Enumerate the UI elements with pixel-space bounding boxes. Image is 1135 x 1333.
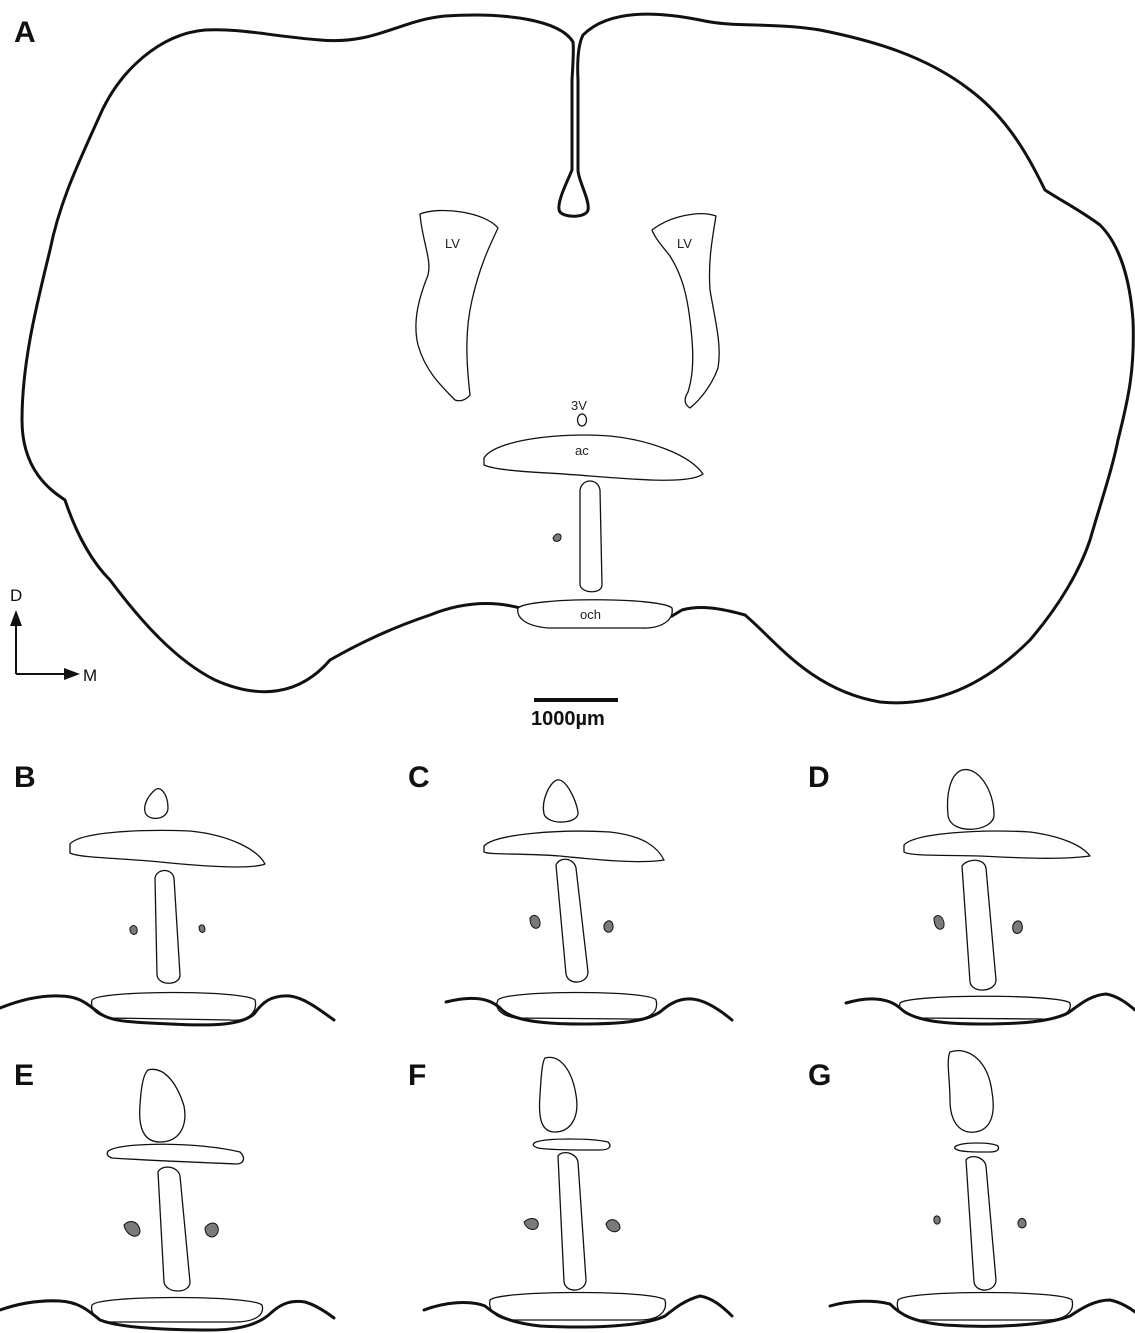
nucleus-g-right <box>1018 1218 1026 1227</box>
panel-b: B <box>0 761 334 1025</box>
scale-bar-label: 1000µm <box>531 708 605 730</box>
nucleus-e-right <box>205 1223 218 1237</box>
scale-bar: 1000µm <box>531 700 618 730</box>
label-ac: ac <box>575 443 589 458</box>
nucleus-e-left <box>124 1221 140 1236</box>
panel-letter-e: E <box>14 1059 34 1092</box>
nucleus-a <box>553 534 561 542</box>
panel-a: A LV LV 3V ac och D M <box>10 14 1133 730</box>
panel-e: E <box>0 1059 334 1330</box>
vertical-tract-b <box>155 871 180 984</box>
anterior-commissure-b <box>70 830 265 867</box>
nucleus-d-left <box>934 916 944 930</box>
panel-letter-f: F <box>408 1059 426 1092</box>
orientation-d-label: D <box>10 586 22 605</box>
panel-f: F <box>408 1057 732 1327</box>
label-3v: 3V <box>571 398 587 413</box>
anterior-commissure-g <box>955 1143 999 1152</box>
anterior-commissure-d <box>904 831 1090 858</box>
label-lv-right: LV <box>677 236 692 251</box>
optic-chiasm-f <box>490 1293 666 1321</box>
vertical-tract-g <box>966 1157 996 1290</box>
optic-chiasm-b <box>92 993 256 1021</box>
panel-g: G <box>808 1051 1135 1327</box>
third-ventricle-e <box>140 1069 185 1142</box>
nucleus-c-left <box>530 915 540 928</box>
panel-c: C <box>408 761 732 1024</box>
nucleus-b-left <box>130 925 137 934</box>
optic-chiasm-d <box>900 996 1071 1019</box>
panel-d: D <box>808 761 1135 1024</box>
vertical-tract-c <box>556 859 588 982</box>
nucleus-d-right <box>1013 921 1023 934</box>
orientation-m-label: M <box>83 666 97 685</box>
anterior-commissure-e <box>107 1144 243 1164</box>
panel-letter-a: A <box>14 16 36 49</box>
third-ventricle-b <box>145 789 168 819</box>
panel-letter-g: G <box>808 1059 831 1092</box>
anterior-commissure-c <box>484 831 664 862</box>
medial-arrow-head <box>64 668 80 680</box>
label-och: och <box>580 607 601 622</box>
anterior-commissure <box>484 435 703 480</box>
anterior-commissure-f <box>533 1139 610 1150</box>
label-lv-left: LV <box>445 236 460 251</box>
nucleus-g-left <box>934 1216 940 1224</box>
vertical-tract-d <box>962 860 996 990</box>
orientation-indicator: D M <box>10 586 97 685</box>
nucleus-f-right <box>606 1220 620 1232</box>
panel-letter-d: D <box>808 761 830 794</box>
third-ventricle-g <box>948 1051 993 1133</box>
nucleus-f-left <box>524 1219 538 1230</box>
panel-letter-c: C <box>408 761 430 794</box>
panel-letter-b: B <box>14 761 36 794</box>
third-ventricle-c <box>543 780 578 822</box>
third-ventricle-f <box>540 1057 577 1132</box>
optic-chiasm-g <box>897 1293 1072 1321</box>
optic-chiasm-c <box>497 993 657 1020</box>
third-ventricle-d <box>948 770 994 830</box>
vertical-tract-f <box>558 1153 586 1290</box>
vertical-tract-e <box>158 1167 190 1291</box>
optic-chiasm-e <box>92 1298 263 1323</box>
nucleus-b-right <box>199 925 205 933</box>
nucleus-c-right <box>604 921 613 933</box>
dorsal-arrow-head <box>10 610 22 626</box>
vertical-tract <box>580 481 602 592</box>
third-ventricle <box>578 414 587 426</box>
